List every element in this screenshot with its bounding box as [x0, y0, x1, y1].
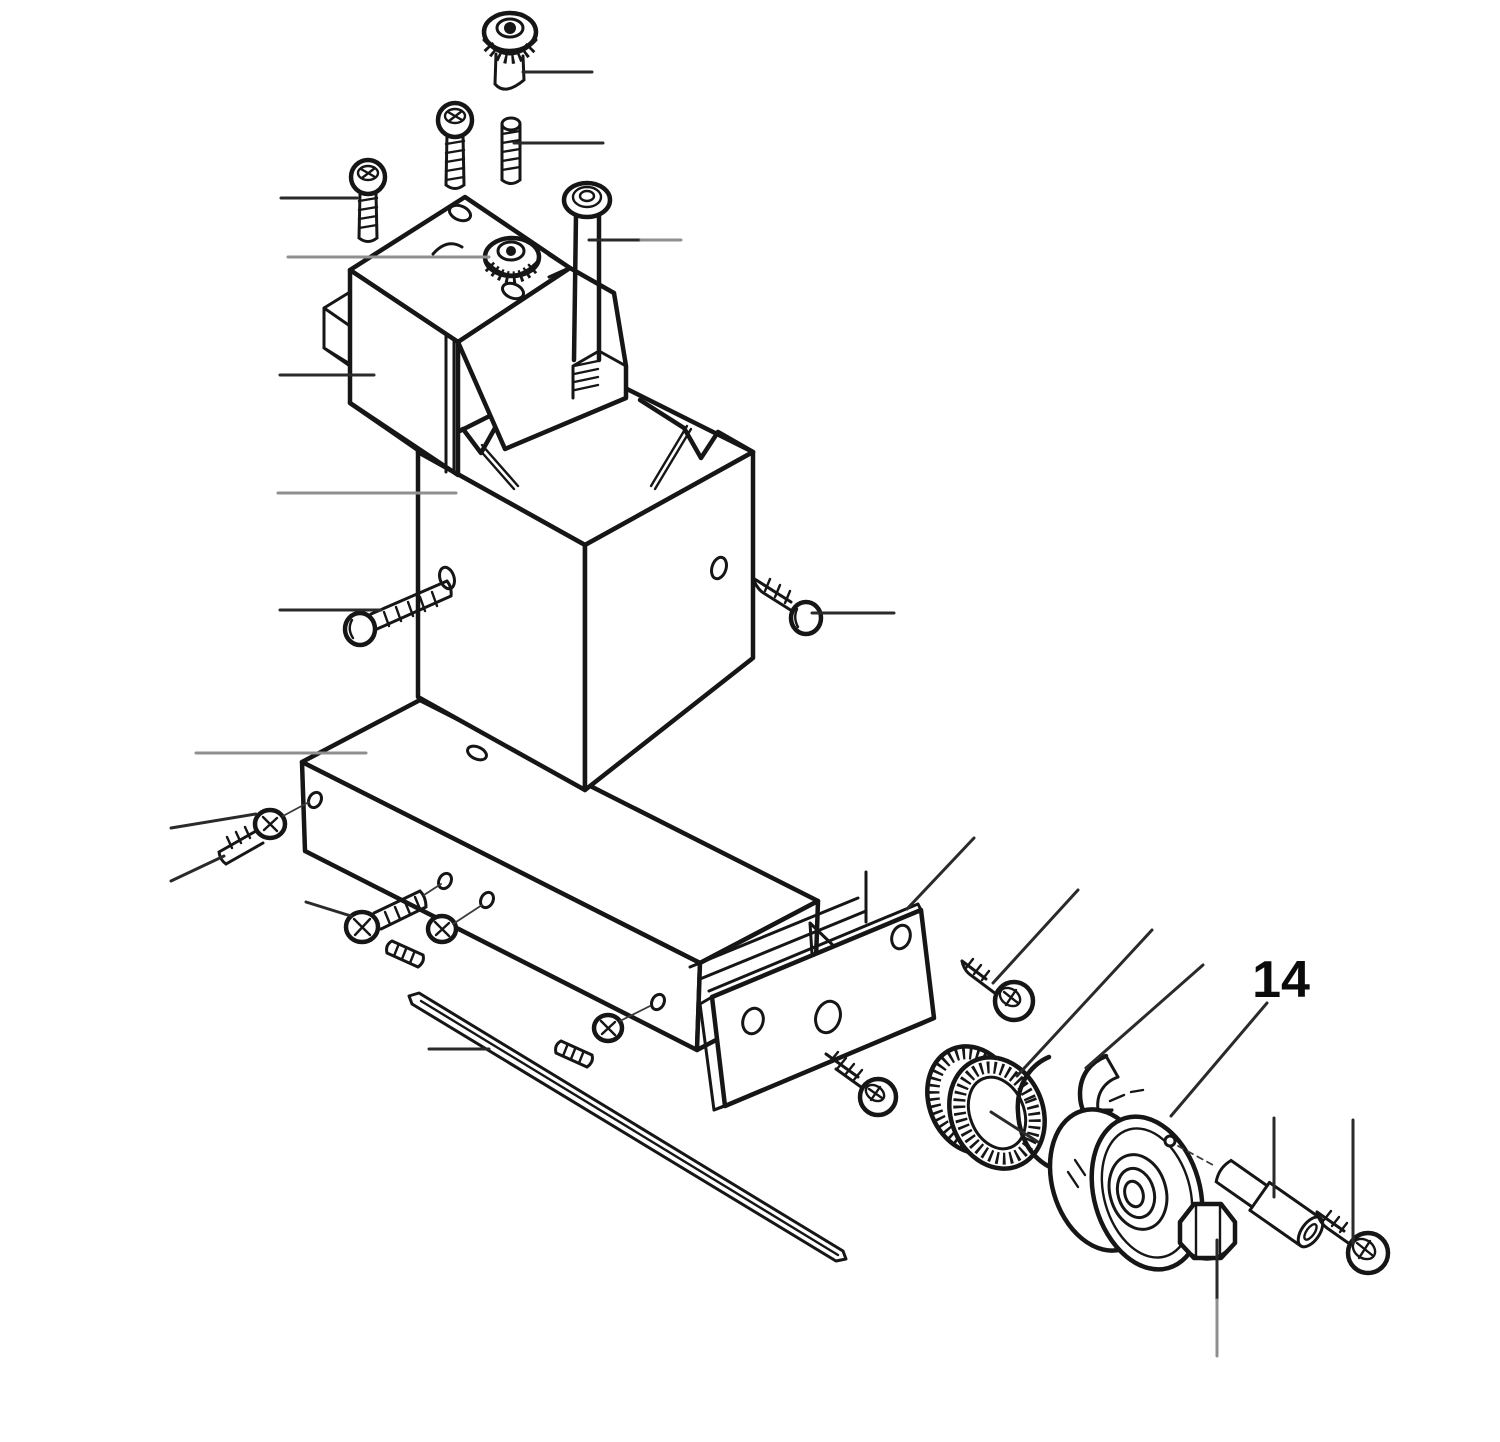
- alignment-lines: [282, 801, 1214, 1166]
- stud-and-washer-middle: [385, 913, 459, 969]
- socket-head-screw-top: [435, 100, 475, 190]
- phillips-screw-middle: [343, 889, 428, 945]
- long-socket-head-bolt: [561, 180, 613, 392]
- pan-head-screw-left: [342, 579, 453, 648]
- leader-lines: [169, 70, 1355, 1358]
- socket-head-screw-upper-left: [348, 157, 388, 243]
- socket-screw-small: [960, 957, 1036, 1023]
- knurled-adjustment-nut: [482, 235, 542, 284]
- knurled-cap-nut: [481, 10, 539, 91]
- socket-screw-end-plate: [824, 1050, 899, 1118]
- main-housing-block: [415, 365, 756, 793]
- socket-head-screw-lower-right: [1315, 1209, 1391, 1276]
- pan-head-screw-right: [751, 576, 824, 637]
- stud-and-washer-right: [554, 1012, 625, 1069]
- screw-and-washer-left: [217, 807, 288, 866]
- part-callout-label: 14: [1252, 951, 1310, 1009]
- base-plate: [299, 697, 868, 1053]
- gear-head-block: [322, 194, 629, 478]
- threaded-stud-top: [500, 116, 522, 185]
- cutting-blade: [407, 991, 848, 1263]
- pulley-wheel: [1047, 1088, 1205, 1272]
- spacer-pin: [1214, 1158, 1325, 1249]
- hex-nut: [1177, 1201, 1238, 1261]
- end-plate: [698, 902, 937, 1112]
